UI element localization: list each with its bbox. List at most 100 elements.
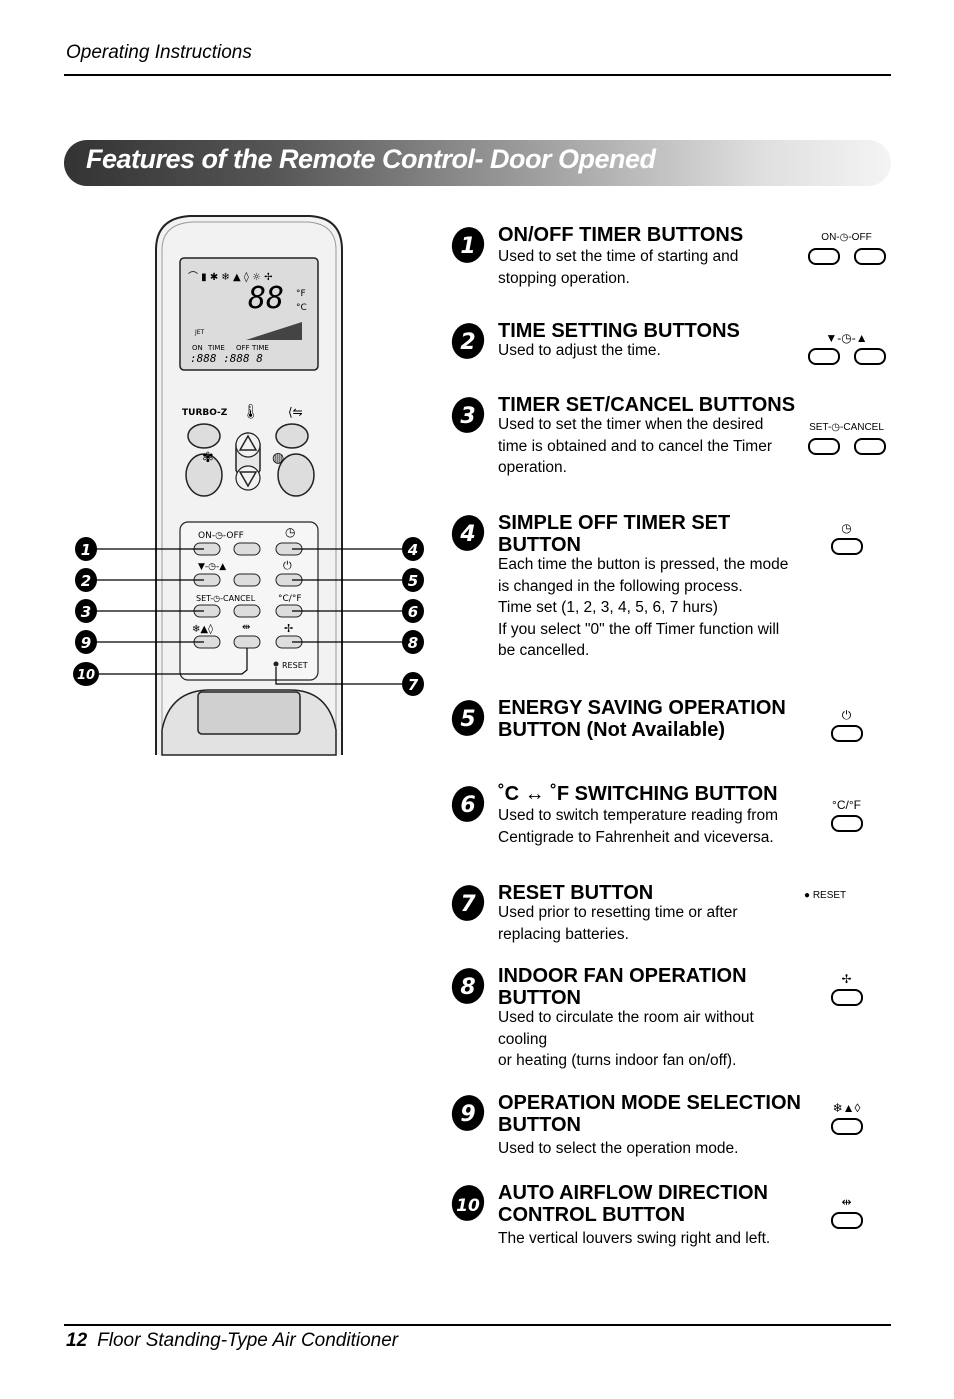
button-icon-group: SET-◷-CANCEL: [804, 420, 889, 460]
remote-cf-label: °C/°F: [278, 594, 302, 604]
svg-text:⏻: ⏻: [283, 559, 292, 572]
remote-button-icon: [830, 538, 863, 555]
remote-time-label: ▼-◷-▲: [198, 562, 226, 572]
button-icon-group: ● RESET: [804, 888, 889, 904]
button-icon-label: ⏻: [841, 708, 852, 722]
feature-description-line: Used to set the time of starting and: [498, 248, 739, 265]
feature-number: 2: [460, 330, 475, 355]
callout-2: 2: [81, 572, 91, 590]
svg-text:◍: ◍: [272, 450, 284, 466]
feature-description-line: Time set (1, 2, 3, 4, 5, 6, 7 hurs): [498, 599, 718, 616]
svg-text:❄▲◊: ❄▲◊: [192, 623, 213, 635]
feature-title: AUTO AIRFLOW DIRECTION CONTROL BUTTON: [498, 1182, 768, 1226]
button-icon-label: ❄▲◊: [832, 1101, 861, 1115]
svg-text:°F: °F: [296, 289, 306, 299]
feature-number: 3: [460, 404, 475, 429]
remote-button-icon: [830, 1118, 863, 1135]
remote-setcancel-label: SET-◷-CANCEL: [196, 594, 256, 603]
feature-description-line: operation.: [498, 459, 567, 476]
number-badge-icon: 6: [451, 786, 485, 822]
feature-description-line: Used prior to resetting time or after: [498, 904, 738, 921]
callout-9: 9: [81, 634, 91, 652]
svg-text:88: 88: [248, 281, 284, 316]
section-title: Features of the Remote Control- Door Ope…: [86, 144, 656, 174]
remote-button-icon: [807, 438, 840, 455]
header-rule: [64, 74, 891, 76]
svg-text:⟨⇋: ⟨⇋: [288, 405, 303, 419]
svg-text:✾: ✾: [202, 450, 214, 466]
footer-rule: [64, 1324, 891, 1326]
button-icon-label: ◷: [841, 521, 852, 535]
remote-button-icon: [853, 248, 886, 265]
button-icon-label: ▼-◷-▲: [825, 331, 868, 345]
feature-description-line: Used to circulate the room air without: [498, 1009, 754, 1026]
lcd-off-label: OFF: [236, 344, 250, 352]
feature-description-line: is changed in the following process.: [498, 577, 743, 595]
remote-button-icon: [830, 725, 863, 742]
button-icon-group: ⏻: [804, 707, 889, 747]
feature-number: 6: [460, 793, 475, 818]
remote-button-icon: [830, 815, 863, 832]
lcd-jet-label: JET: [194, 329, 205, 336]
remote-button-icon: [807, 348, 840, 365]
number-badge-icon: 9: [451, 1095, 485, 1131]
feature-description-line: If you select "0" the off Timer function…: [498, 620, 780, 638]
feature-description-line: be cancelled.: [498, 642, 590, 659]
feature-number: 1: [460, 234, 475, 259]
remote-button-icon: [853, 348, 886, 365]
button-icon-group: ✢: [804, 971, 889, 1011]
feature-description-line: Centigrade to Fahrenheit and viceversa.: [498, 828, 774, 846]
feature-title: TIME SETTING BUTTONS: [498, 320, 740, 342]
feature-description-line: or heating (turns indoor fan on/off).: [498, 1052, 737, 1069]
svg-text:🌡: 🌡: [242, 404, 260, 420]
remote-reset-label: RESET: [282, 661, 308, 670]
button-icon-label: ⇹: [841, 1195, 852, 1209]
number-badge-icon: 1: [451, 227, 485, 263]
callout-5: 5: [408, 572, 418, 590]
callout-10: 10: [77, 668, 95, 683]
number-badge-icon: 4: [451, 515, 485, 551]
button-icon-group: ◷: [804, 520, 889, 560]
feature-number: 8: [460, 975, 475, 1000]
number-badge-icon: 10: [451, 1185, 485, 1221]
feature-description-line: replacing batteries.: [498, 925, 629, 943]
callout-7: 7: [408, 676, 419, 694]
feature-description-line: Used to select the operation mode.: [498, 1140, 739, 1157]
feature-title: ˚C ↔ ˚F SWITCHING BUTTON: [498, 783, 778, 805]
section-banner: [64, 140, 891, 186]
number-badge-icon: 2: [451, 323, 485, 359]
feature-title: RESET BUTTON: [498, 882, 654, 904]
button-icon-label: SET-◷-CANCEL: [809, 422, 884, 433]
lcd-time-label-2: TIME: [251, 344, 269, 352]
remote-button-icon: [830, 1212, 863, 1229]
button-icon-group: °C/°F: [804, 797, 889, 837]
feature-description-line: Used to adjust the time.: [498, 342, 661, 359]
remote-onoff-label: ON-◷-OFF: [198, 531, 244, 541]
feature-description-line: The vertical louvers swing right and lef…: [498, 1230, 771, 1247]
page-number: 12: [66, 1330, 88, 1351]
remote-button-icon: [807, 248, 840, 265]
feature-title: ENERGY SAVING OPERATION BUTTON (Not Avai…: [498, 697, 786, 741]
feature-number: 5: [460, 707, 475, 732]
number-badge-icon: 3: [451, 397, 485, 433]
button-icon-label: ✢: [841, 972, 852, 986]
button-icon-group: ON-◷-OFF: [804, 230, 889, 270]
remote-illustration: ⌒ ▮ ✱ ❄ ▲ ◊ ☼ ✢ 88 °F °C ON TIME OFF TIM…: [73, 215, 424, 756]
svg-text:◷: ◷: [285, 525, 296, 539]
button-icon-label: ● RESET: [804, 890, 847, 901]
svg-text:°C: °C: [296, 303, 307, 313]
feature-title: TIMER SET/CANCEL BUTTONS: [498, 394, 796, 416]
remote-button-icon: [853, 438, 886, 455]
feature-number: 7: [460, 892, 476, 917]
feature-description-line: time is obtained and to cancel the Timer: [498, 437, 772, 455]
button-icon-group: ⇹: [804, 1194, 889, 1234]
svg-text:⌒ ▮ ✱ ❄ ▲ ◊ ☼ ✢: ⌒ ▮ ✱ ❄ ▲ ◊ ☼ ✢: [188, 271, 273, 283]
feature-description-line: Each time the button is pressed, the mod…: [498, 556, 789, 573]
lcd-time-label-1: TIME: [207, 344, 225, 352]
feature-description-line: Used to switch temperature reading from: [498, 807, 778, 824]
remote-button-icon: [830, 989, 863, 1006]
number-badge-icon: 5: [451, 700, 485, 736]
feature-title: ON/OFF TIMER BUTTONS: [498, 224, 744, 246]
callout-8: 8: [408, 634, 418, 652]
